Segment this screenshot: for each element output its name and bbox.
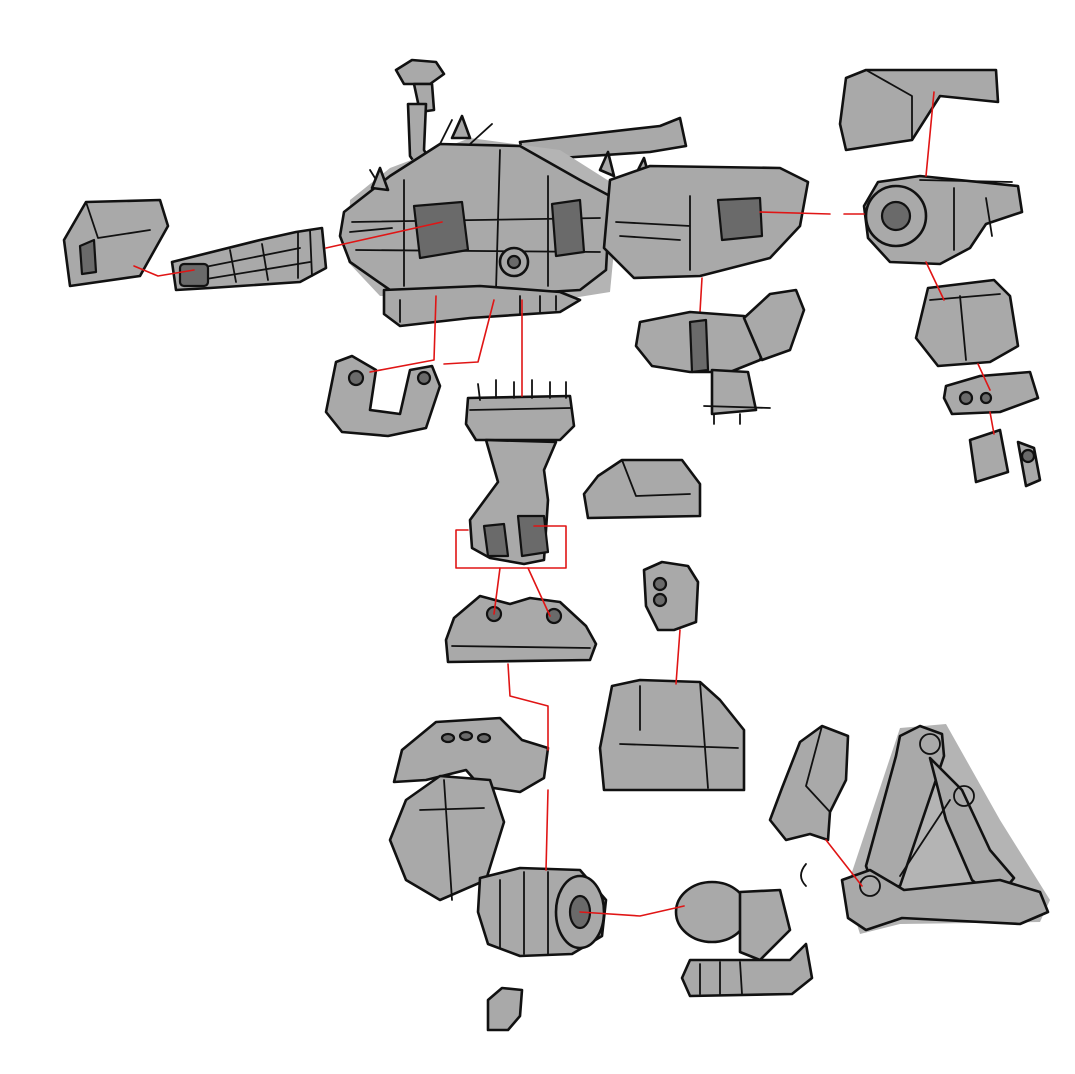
stray-mark xyxy=(800,863,807,887)
shoulder-block-part xyxy=(914,278,1020,368)
connector-pod-to-thruster xyxy=(699,277,703,313)
knee-armor-part xyxy=(444,594,598,664)
connector-hood-to-turret xyxy=(925,91,935,177)
hood-cover-part xyxy=(838,68,1000,152)
connector-hull-to-yoke-b xyxy=(443,299,495,365)
connector-shin-to-frame xyxy=(825,839,863,887)
wrist-part xyxy=(942,370,1040,416)
connector-wrist-to-claw xyxy=(989,411,995,435)
connector-plate-to-drum xyxy=(545,789,549,871)
shin-guard-part xyxy=(768,724,850,842)
connector-nose-to-barrel xyxy=(133,265,195,277)
leg-vents xyxy=(477,379,567,401)
connector-pod-to-turret xyxy=(759,211,865,215)
connector-leg-to-knee xyxy=(493,567,551,617)
motor-housing-part xyxy=(674,880,814,998)
connector-lines xyxy=(133,91,995,917)
connector-hull-to-yoke xyxy=(369,295,437,373)
leg-frame-part xyxy=(840,724,1050,934)
belly-pod-part xyxy=(382,284,582,328)
yoke-handle-part xyxy=(324,354,442,438)
rear-thruster-pod-part xyxy=(602,164,810,280)
roof-plate-part xyxy=(392,716,550,794)
turret-rotor-part xyxy=(862,174,1024,266)
nose-cap-part xyxy=(62,198,170,288)
small-foot-part xyxy=(486,986,524,1032)
armor-box-part xyxy=(598,678,746,792)
connector-knee-to-plate xyxy=(507,663,549,751)
connector-shoulder-to-wrist xyxy=(977,363,991,391)
leg-upper-part xyxy=(464,394,576,566)
claw-fingers-part xyxy=(968,428,1042,488)
connector-turret-to-shoulder xyxy=(925,261,945,301)
connector-leg-joint-left xyxy=(455,525,567,569)
main-hull-part xyxy=(338,119,620,300)
connector-drum-to-motor xyxy=(579,905,685,917)
sensor-block-part xyxy=(642,560,700,632)
gun-barrel-part xyxy=(170,226,328,292)
connector-barrel-to-hull xyxy=(325,221,443,249)
thruster-assembly-part xyxy=(634,288,806,425)
connector-sensor-to-box xyxy=(675,629,681,685)
cowl-part xyxy=(582,458,702,520)
